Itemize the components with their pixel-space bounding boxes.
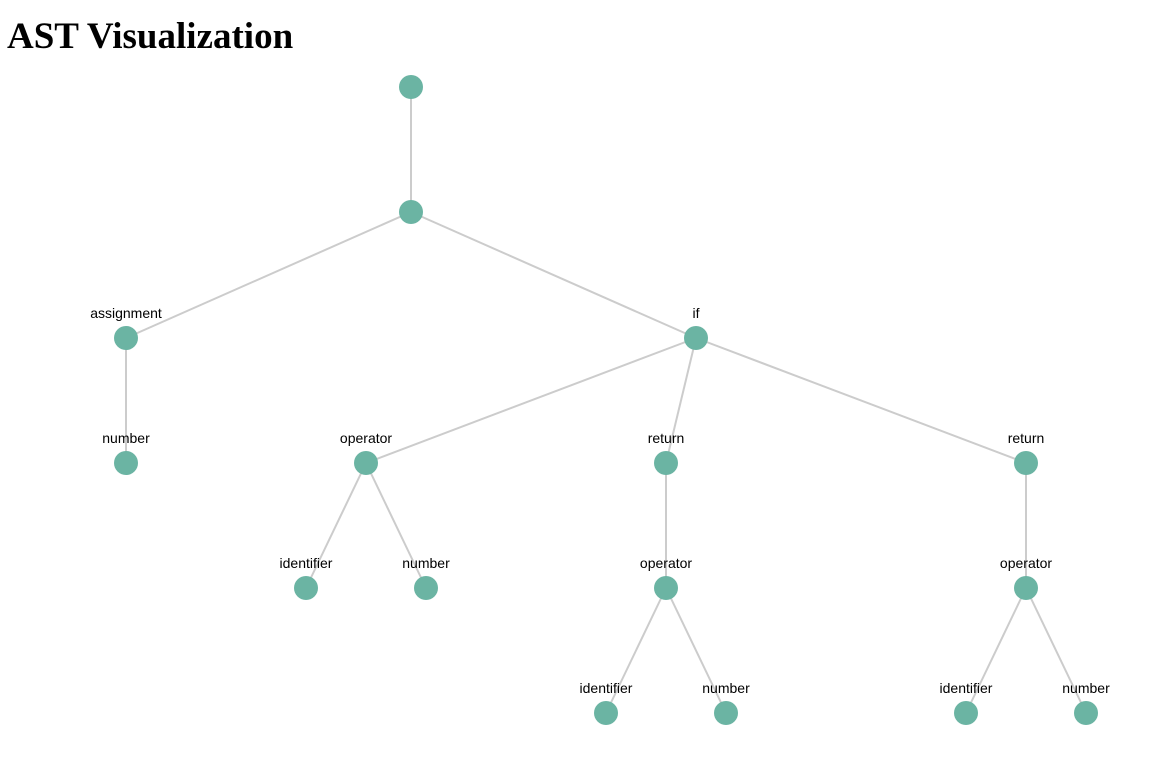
tree-node-circle[interactable] xyxy=(1014,451,1038,475)
tree-node-circle[interactable] xyxy=(354,451,378,475)
tree-node-root[interactable] xyxy=(399,75,423,99)
tree-node-label: identifier xyxy=(280,555,333,571)
tree-node-label: number xyxy=(402,555,450,571)
tree-link-if-operator-to-if-operator-number xyxy=(365,462,427,589)
tree-node-program[interactable] xyxy=(399,200,423,224)
tree-node-circle[interactable] xyxy=(684,326,708,350)
tree-node-return-1-identifier[interactable]: identifier xyxy=(580,680,633,725)
tree-node-circle[interactable] xyxy=(654,451,678,475)
tree-node-if-operator-number[interactable]: number xyxy=(402,555,450,600)
tree-node-circle[interactable] xyxy=(654,576,678,600)
tree-node-label: operator xyxy=(1000,555,1052,571)
page-title: AST Visualization xyxy=(7,16,294,57)
tree-node-circle[interactable] xyxy=(294,576,318,600)
tree-node-return-1-operator[interactable]: operator xyxy=(640,555,692,600)
tree-link-return-1-operator-to-return-1-identifier xyxy=(605,587,667,714)
tree-link-if-to-return-1 xyxy=(665,337,697,464)
links-layer xyxy=(125,87,1087,714)
tree-node-label: number xyxy=(1062,680,1110,696)
tree-node-label: identifier xyxy=(580,680,633,696)
tree-link-return-1-operator-to-return-1-number xyxy=(665,587,727,714)
tree-node-return-1[interactable]: return xyxy=(648,430,685,475)
tree-node-return-2-operator[interactable]: operator xyxy=(1000,555,1052,600)
tree-node-circle[interactable] xyxy=(714,701,738,725)
tree-link-if-to-return-2 xyxy=(695,337,1027,464)
tree-link-program-to-assignment xyxy=(125,211,412,339)
tree-node-return-2-identifier[interactable]: identifier xyxy=(940,680,993,725)
tree-node-label: number xyxy=(102,430,150,446)
tree-node-circle[interactable] xyxy=(1074,701,1098,725)
tree-node-circle[interactable] xyxy=(414,576,438,600)
tree-node-label: return xyxy=(648,430,685,446)
tree-node-return-1-number[interactable]: number xyxy=(702,680,750,725)
tree-node-label: assignment xyxy=(90,305,162,321)
tree-node-circle[interactable] xyxy=(399,75,423,99)
tree-node-if[interactable]: if xyxy=(684,305,708,350)
tree-node-circle[interactable] xyxy=(399,200,423,224)
tree-node-if-operator[interactable]: operator xyxy=(340,430,392,475)
tree-node-circle[interactable] xyxy=(1014,576,1038,600)
tree-node-assignment-number[interactable]: number xyxy=(102,430,150,475)
tree-node-circle[interactable] xyxy=(954,701,978,725)
tree-node-return-2-number[interactable]: number xyxy=(1062,680,1110,725)
tree-node-label: if xyxy=(693,305,700,321)
tree-node-circle[interactable] xyxy=(114,326,138,350)
tree-node-label: return xyxy=(1008,430,1045,446)
tree-node-circle[interactable] xyxy=(114,451,138,475)
tree-node-if-operator-identifier[interactable]: identifier xyxy=(280,555,333,600)
tree-node-label: operator xyxy=(340,430,392,446)
tree-node-label: operator xyxy=(640,555,692,571)
tree-link-if-operator-to-if-operator-identifier xyxy=(305,462,367,589)
tree-node-circle[interactable] xyxy=(594,701,618,725)
tree-node-assignment[interactable]: assignment xyxy=(90,305,162,350)
tree-link-if-to-if-operator xyxy=(365,337,697,464)
tree-node-label: identifier xyxy=(940,680,993,696)
tree-link-program-to-if xyxy=(410,211,697,339)
tree-link-return-2-operator-to-return-2-number xyxy=(1025,587,1087,714)
tree-link-return-2-operator-to-return-2-identifier xyxy=(965,587,1027,714)
tree-node-return-2[interactable]: return xyxy=(1008,430,1045,475)
nodes-layer: number assignment identifier number operator… xyxy=(90,75,1110,725)
tree-node-label: number xyxy=(702,680,750,696)
